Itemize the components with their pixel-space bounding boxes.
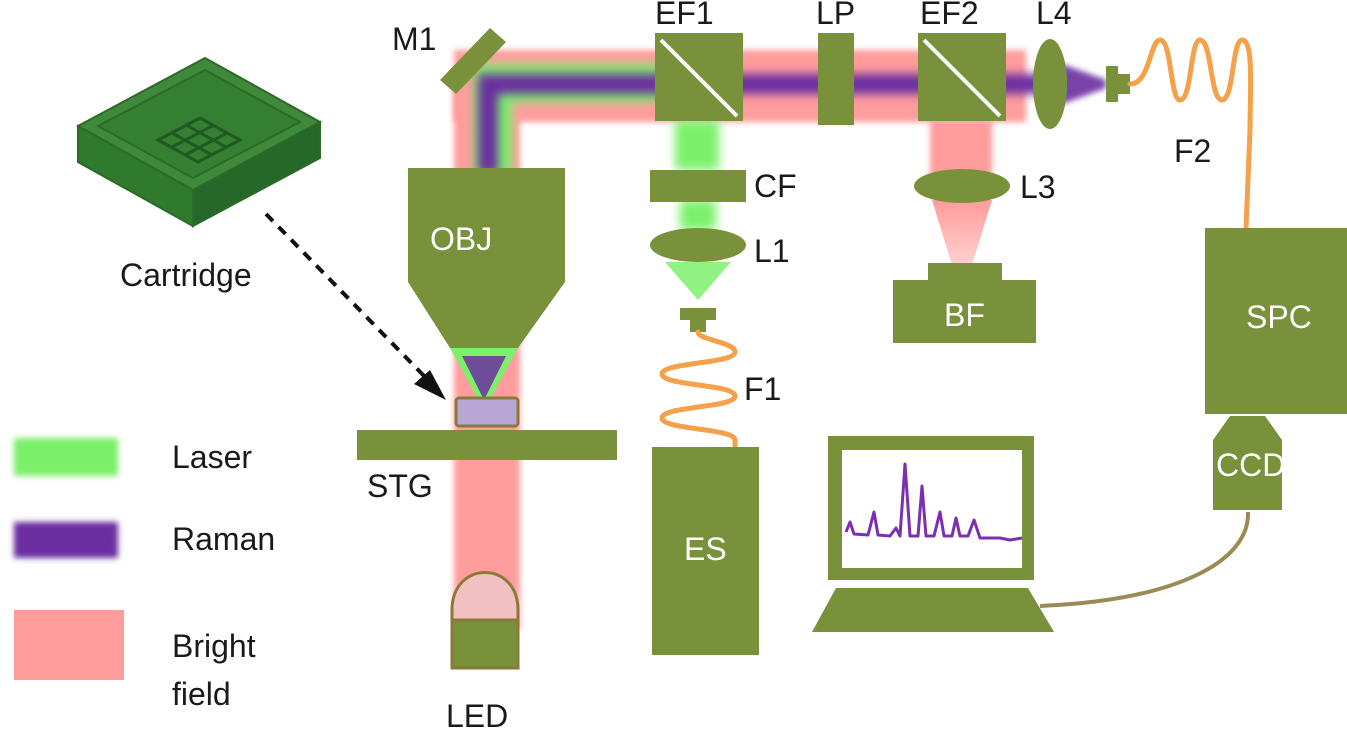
legend-swatch-raman — [14, 522, 118, 558]
raman-beam — [478, 74, 1060, 174]
led-source — [450, 571, 520, 670]
laptop-computer — [812, 436, 1054, 632]
legend-swatch-brightfield — [14, 610, 124, 680]
cartridge-arrow — [264, 212, 446, 400]
brightfield-beam-to-bf — [930, 120, 992, 265]
label-lp: LP — [816, 0, 855, 31]
legend-label-laser: Laser — [172, 439, 252, 475]
mirror-m1 — [440, 28, 506, 94]
spectrometer-spc — [1205, 228, 1347, 414]
raman-to-fiber-cone — [1062, 64, 1106, 104]
filter-lp — [818, 33, 854, 125]
legend: Laser Raman Bright field — [14, 438, 275, 712]
label-l3: L3 — [1020, 169, 1056, 205]
sample-focus-raman — [462, 356, 506, 400]
legend-label-raman: Raman — [172, 521, 275, 557]
fiber-f2 — [1106, 37, 1254, 231]
label-spc: SPC — [1246, 299, 1312, 335]
laser-focus-cone — [665, 262, 731, 300]
cartridge-illustration — [75, 56, 323, 228]
label-l4: L4 — [1036, 0, 1072, 31]
camera-bf — [893, 263, 1036, 343]
label-stg: STG — [367, 468, 433, 504]
legend-swatch-laser — [14, 438, 118, 476]
laser-source-es — [652, 447, 759, 655]
filter-cf — [650, 170, 746, 202]
legend-label-bright: Bright — [172, 628, 256, 664]
fiber-f1 — [659, 308, 738, 451]
label-ef2: EF2 — [920, 0, 979, 31]
label-f2: F2 — [1174, 133, 1211, 169]
stage-stg — [357, 430, 617, 460]
objective-obj — [408, 168, 565, 348]
legend-label-field: field — [172, 676, 231, 712]
sample-holder — [454, 396, 520, 428]
label-cartridge: Cartridge — [120, 257, 252, 293]
label-f1: F1 — [744, 371, 781, 407]
label-led: LED — [446, 698, 508, 731]
label-obj: OBJ — [430, 221, 492, 257]
label-cf: CF — [754, 168, 797, 204]
label-m1: M1 — [392, 21, 436, 57]
raman-spectrum-trace — [844, 462, 1023, 542]
lens-l4 — [1033, 39, 1067, 129]
lens-l3 — [914, 169, 1010, 203]
label-es: ES — [684, 531, 727, 567]
label-l1: L1 — [754, 233, 790, 269]
beamsplitter-ef2 — [918, 33, 1006, 121]
beamsplitter-ef1 — [655, 33, 743, 121]
detector-ccd — [1213, 416, 1282, 510]
lens-l1 — [650, 228, 746, 262]
label-ef1: EF1 — [655, 0, 714, 31]
label-bf: BF — [944, 297, 985, 333]
label-ccd: CCD — [1216, 447, 1285, 483]
data-cable — [1039, 511, 1251, 608]
